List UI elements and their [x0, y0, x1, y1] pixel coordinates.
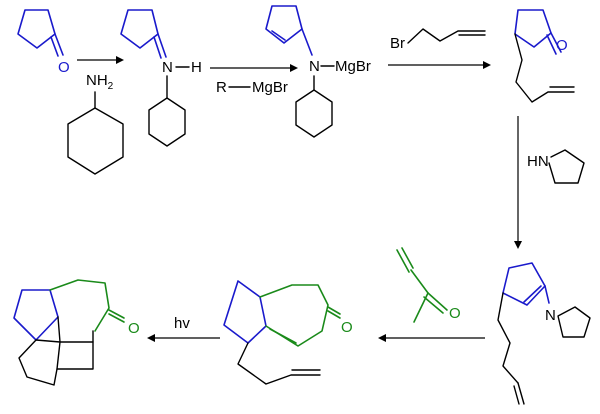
alkylated-ketone-o-label: O — [556, 37, 568, 54]
enamine-mg-mgbr-label: MgBr — [335, 58, 371, 75]
pyrrolidine-enamine: N — [497, 262, 591, 405]
imine-h-label: H — [191, 59, 202, 76]
hv-label: hv — [174, 315, 190, 332]
arrow-step-6: hv — [147, 315, 220, 342]
final-o-label: O — [128, 320, 140, 337]
imine-n-label: N — [162, 59, 173, 76]
dienone-o-label: O — [341, 319, 353, 336]
bromobutene: Br — [390, 28, 486, 52]
grignard-r-label: R — [216, 79, 227, 96]
ketone-oxygen-label: O — [58, 59, 70, 76]
amine-nh-label: NH2 — [86, 72, 114, 92]
mvk-o-label: O — [449, 305, 461, 322]
arrow-step-2: R MgBr — [210, 64, 298, 96]
enamine-mg-n-label: N — [309, 58, 320, 75]
arrow-step-5 — [378, 334, 485, 342]
annulated-dienone: O — [223, 280, 353, 385]
bromide-br-label: Br — [390, 35, 405, 52]
pyrrolidine-hn-label: HN — [527, 153, 549, 170]
arrow-step-3 — [388, 61, 491, 69]
magnesio-enamine: N MgBr — [265, 5, 371, 138]
alkylated-ketone: O — [514, 9, 575, 103]
tetracyclic-product: O — [13, 279, 140, 386]
methyl-vinyl-ketone: O — [396, 247, 461, 323]
cyclopentanone: O — [17, 9, 70, 76]
pyrrolidine-enamine-n-label: N — [545, 307, 556, 324]
imine: N H — [120, 9, 202, 147]
grignard-mgbr-label: MgBr — [252, 79, 288, 96]
pyrrolidine: HN — [527, 149, 585, 184]
arrow-step-4 — [514, 116, 522, 249]
cyclohexylamine: NH2 — [67, 72, 124, 175]
arrow-step-1 — [77, 56, 124, 64]
